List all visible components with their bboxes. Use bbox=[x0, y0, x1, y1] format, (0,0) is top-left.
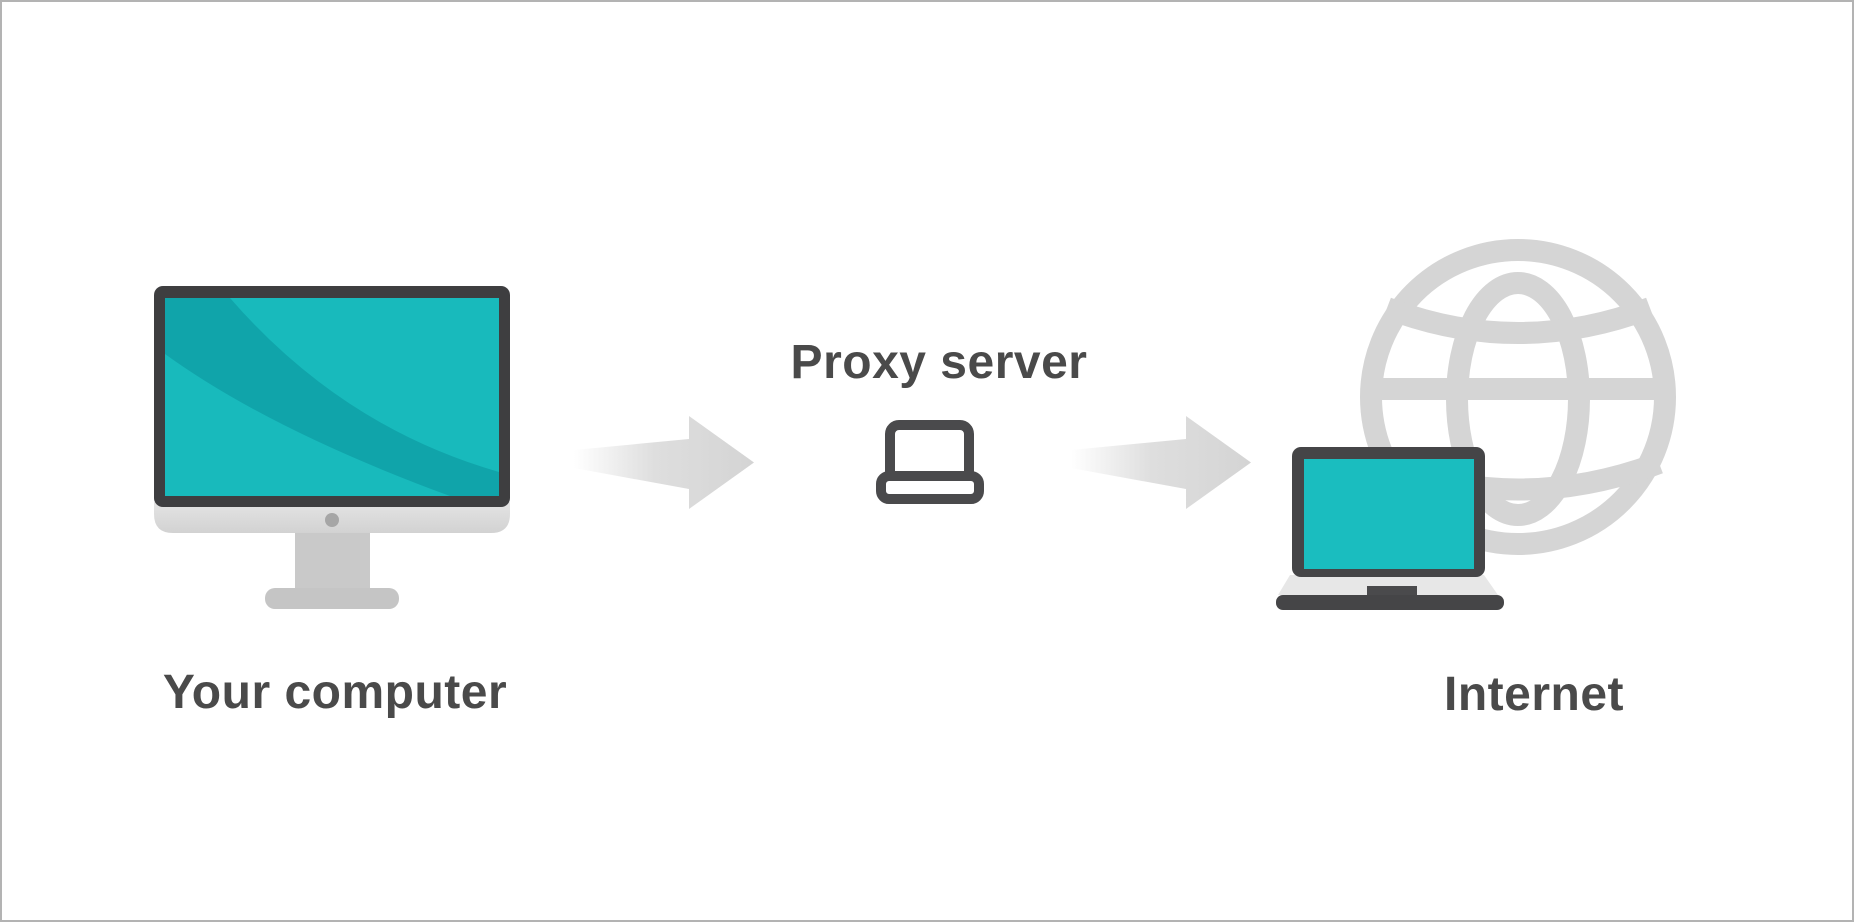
laptop-hinge-notch bbox=[1367, 586, 1417, 595]
globe-upper-latitude bbox=[1383, 297, 1654, 344]
internet-label: Internet bbox=[1443, 668, 1625, 721]
proxy-laptop-base bbox=[876, 471, 984, 504]
proxy-server-label: Proxy server bbox=[790, 336, 1088, 389]
laptop-icon bbox=[1276, 447, 1504, 610]
laptop-outline-icon bbox=[876, 420, 984, 504]
desktop-computer-icon bbox=[154, 286, 510, 609]
monitor-base bbox=[265, 588, 399, 609]
laptop-screen bbox=[1304, 459, 1474, 569]
laptop-keyboard-deck bbox=[1278, 575, 1498, 595]
monitor-camera-dot bbox=[325, 513, 339, 527]
arrow-right-icon bbox=[1071, 416, 1251, 509]
laptop-bottom-bar bbox=[1276, 595, 1504, 610]
your-computer-label: Your computer bbox=[162, 666, 508, 719]
monitor-screen-swoosh bbox=[165, 298, 499, 496]
arrow-right-icon bbox=[574, 416, 754, 509]
